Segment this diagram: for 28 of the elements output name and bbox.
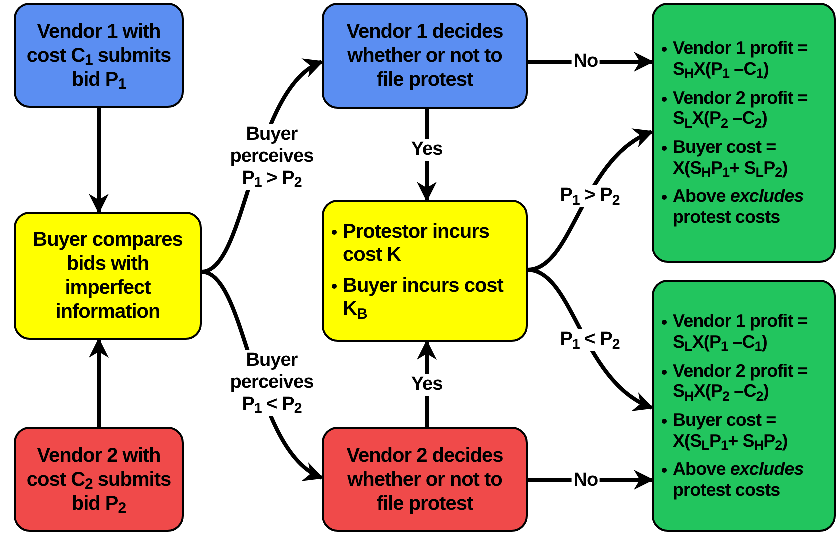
bullet-text: Vendor 2 profit = S$_{L}$X(P$_{2}$ –C$_{2}$)	[673, 88, 809, 129]
bullet-text: Buyer incurs cost K$_{B}$	[343, 275, 505, 321]
bullet-text: Buyer cost = X(S$_{H}$P$_{1}$+ S$_{L}$P$_{2}$)	[673, 137, 789, 178]
node-text: Vendor 2 with cost C$_{2}$ submits bid P$_{2}$	[26, 444, 172, 516]
edge-label: Yes	[409, 139, 445, 161]
process-box	[14, 427, 184, 532]
process-box	[14, 3, 184, 108]
node-text: Vendor 2 decides whether or not to file protest	[346, 444, 504, 516]
bullet-text: Above excludes protest costs	[673, 186, 805, 228]
bullet-text: Vendor 1 profit = S$_{L}$X(P$_{1}$ –C$_{1}$)	[673, 311, 809, 353]
decision-box	[322, 427, 528, 532]
node-text: Buyer compares bids with imperfect information	[32, 228, 184, 324]
bullet-text: Vendor 2 profit = S$_{H}$X(P$_{2}$ –C$_{2}$)	[673, 360, 809, 402]
bullet-text: Above excludes protest costs	[673, 459, 805, 501]
bullet-text: Buyer cost = X(S$_{L}$P$_{1}$+ S$_{H}$P$_{2}$)	[673, 410, 789, 452]
arrow	[528, 268, 654, 410]
edge-label: Yes	[409, 374, 445, 396]
outcome-box	[652, 280, 836, 532]
arrow	[89, 338, 109, 427]
node-text: Vendor 1 decides whether or not to file protest	[346, 20, 504, 92]
decision-box	[322, 3, 528, 109]
bullet-text: Vendor 1 profit = S$_{H}$X(P$_{1}$ –C$_{1}$)	[673, 38, 809, 80]
arrow	[89, 108, 109, 214]
process-box	[14, 212, 202, 340]
bullet-text: Protestor incurs cost K	[343, 221, 490, 267]
node-text: Vendor 1 with cost C$_{1}$ submits bid P$_{1}$	[26, 20, 172, 92]
process-box	[322, 200, 528, 342]
outcome-box	[652, 3, 836, 263]
